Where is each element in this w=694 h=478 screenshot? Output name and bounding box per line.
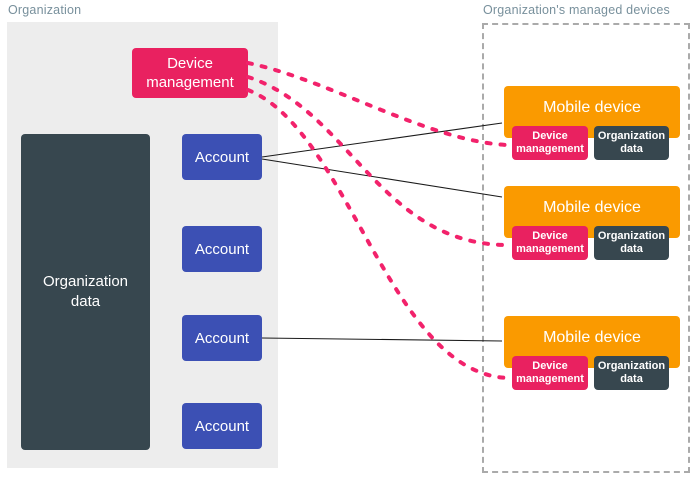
- device-management-chip: Device management: [512, 356, 588, 390]
- managed-devices-label: Organization's managed devices: [483, 3, 670, 17]
- organization-label: Organization: [8, 3, 82, 17]
- mobile-device-3: Mobile device Device management Organiza…: [504, 316, 680, 390]
- mobile-device-title: Mobile device: [543, 329, 641, 346]
- organization-data-chip: Organization data: [594, 226, 669, 260]
- organization-data-box: Organization data: [21, 134, 150, 450]
- mobile-device-title: Mobile device: [543, 199, 641, 216]
- device-management-box: Device management: [132, 48, 248, 98]
- account-box-1: Account: [182, 134, 262, 180]
- connector-devicemanagement-device3: [246, 88, 513, 380]
- account-box-2: Account: [182, 226, 262, 272]
- device-management-chip: Device management: [512, 226, 588, 260]
- organization-panel: Device management Organization data Acco…: [7, 22, 278, 468]
- organization-data-chip: Organization data: [594, 126, 669, 160]
- connector-devicemanagement-device1: [246, 61, 510, 147]
- account-box-4: Account: [182, 403, 262, 449]
- mobile-device-2: Mobile device Device management Organiza…: [504, 186, 680, 260]
- connector-account3-device3: [261, 337, 503, 342]
- organization-data-chip: Organization data: [594, 356, 669, 390]
- connector-devicemanagement-device2: [246, 75, 510, 247]
- connector-account1-device1: [261, 122, 503, 158]
- mobile-device-1: Mobile device Device management Organiza…: [504, 86, 680, 160]
- device-management-chip: Device management: [512, 126, 588, 160]
- connector-account1-device2: [261, 158, 503, 198]
- mobile-device-title: Mobile device: [543, 99, 641, 116]
- managed-devices-panel: Mobile device Device management Organiza…: [482, 23, 690, 473]
- account-box-3: Account: [182, 315, 262, 361]
